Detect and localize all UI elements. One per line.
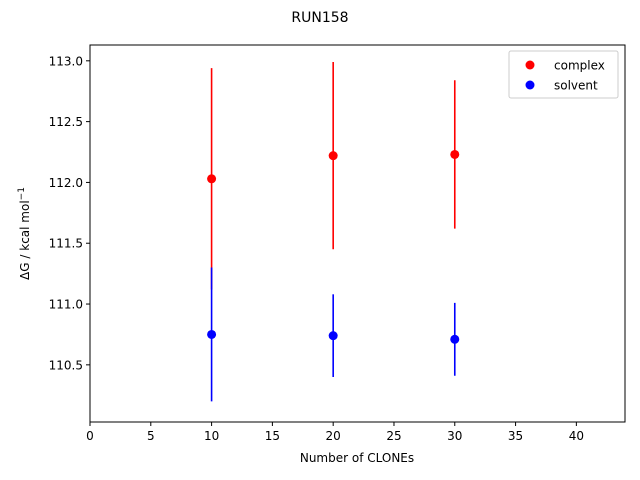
x-axis: 0 5 10 15 20 25 30 35 40 xyxy=(86,422,584,443)
x-tick-label: 25 xyxy=(386,429,401,443)
y-tick-label: 113.0 xyxy=(49,54,83,68)
data-marks xyxy=(207,62,460,402)
complex-point xyxy=(450,149,460,159)
y-axis-label-main: ΔG / kcal mol xyxy=(18,200,32,280)
y-axis-label: ΔG / kcal mol−1 xyxy=(17,187,32,280)
x-tick-label: 5 xyxy=(147,429,155,443)
y-axis: 110.5 111.0 111.5 112.0 112.5 113.0 xyxy=(49,54,90,372)
solvent-point xyxy=(450,334,460,344)
complex-point xyxy=(207,174,217,184)
x-tick-label: 20 xyxy=(326,429,341,443)
solvent-point xyxy=(328,331,338,341)
complex-point xyxy=(328,151,338,161)
x-tick-label: 30 xyxy=(447,429,462,443)
solvent-point xyxy=(207,329,217,339)
x-tick-label: 0 xyxy=(86,429,94,443)
x-axis-label: Number of CLONEs xyxy=(300,451,414,465)
x-tick-label: 10 xyxy=(204,429,219,443)
y-tick-label: 112.0 xyxy=(49,176,83,190)
y-axis-label-superscript: −1 xyxy=(17,187,27,200)
x-tick-label: 40 xyxy=(569,429,584,443)
y-tick-label: 111.5 xyxy=(49,237,83,251)
x-tick-label: 15 xyxy=(265,429,280,443)
y-tick-label: 110.5 xyxy=(49,358,83,372)
plot-frame xyxy=(89,44,626,423)
legend: complex solvent xyxy=(508,50,619,99)
legend-marker-solvent xyxy=(525,80,535,90)
y-tick-label: 112.5 xyxy=(49,115,83,129)
x-tick-label: 35 xyxy=(508,429,523,443)
legend-label-solvent: solvent xyxy=(554,79,598,93)
y-tick-label: 111.0 xyxy=(49,298,83,312)
legend-box xyxy=(508,50,619,99)
legend-label-complex: complex xyxy=(554,59,605,73)
chart-title: RUN158 xyxy=(291,10,348,26)
legend-marker-complex xyxy=(525,60,535,70)
